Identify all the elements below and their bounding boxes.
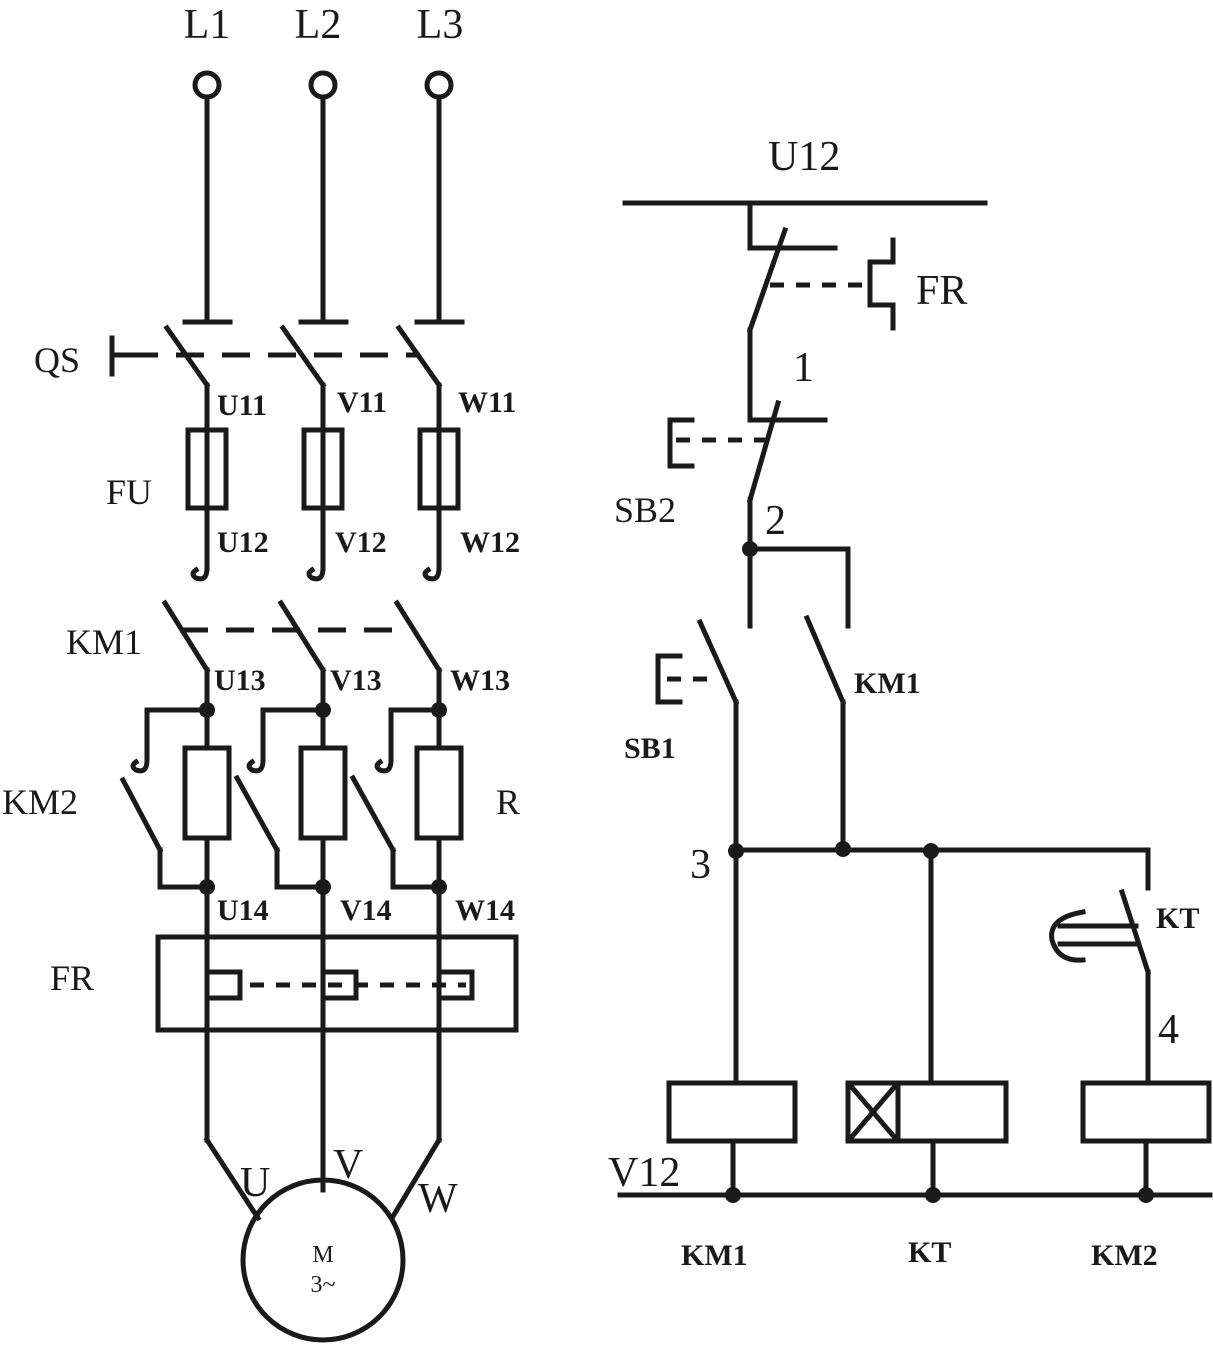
- label-coil-km2: KM2: [1091, 1239, 1158, 1272]
- control-labels: U12 FR 1 SB2 2 KM1 SB1 3 KT 4 V12 KM1 KT…: [608, 134, 1199, 1272]
- motor-phase: 3~: [311, 1272, 336, 1298]
- label-node-2: 2: [765, 498, 786, 544]
- label-fu: FU: [106, 472, 152, 512]
- node-w13: W13: [450, 664, 510, 697]
- label-bottom-bus: V12: [608, 1150, 680, 1196]
- label-r: R: [496, 782, 520, 822]
- label-l2: L2: [295, 2, 342, 48]
- label-ctrl-fr: FR: [916, 268, 967, 314]
- label-km1-contact: KM1: [854, 667, 921, 700]
- label-km2: KM2: [2, 782, 78, 822]
- label-node-1: 1: [793, 345, 814, 391]
- node-v14: V14: [340, 894, 392, 927]
- node-w12: W12: [460, 526, 520, 559]
- supply-terminals: [192, 70, 454, 323]
- resistor-bank: [119, 702, 464, 895]
- label-km1: KM1: [66, 622, 142, 662]
- node-v12: V12: [335, 526, 387, 559]
- node-u13: U13: [214, 664, 266, 697]
- control-circuit: [617, 200, 1213, 1203]
- fr-thermal-relay: [155, 934, 519, 1033]
- terminal-l2: [308, 70, 338, 100]
- node-w11: W11: [458, 386, 516, 419]
- label-l3: L3: [417, 2, 464, 48]
- resistor-u: [182, 745, 232, 841]
- label-fr: FR: [50, 958, 94, 998]
- label-node-3: 3: [690, 842, 711, 888]
- label-l1: L1: [184, 2, 231, 48]
- node-u11: U11: [217, 389, 267, 422]
- node-u12: U12: [217, 526, 269, 559]
- label-coil-kt: KT: [908, 1236, 951, 1269]
- motor-label: M: [312, 1242, 333, 1268]
- node-w14: W14: [455, 894, 515, 927]
- node-v13: V13: [330, 664, 382, 697]
- motor: M 3~: [203, 1136, 443, 1343]
- coil-km1: [666, 1080, 798, 1144]
- qs-isolator: [109, 319, 465, 389]
- terminal-l3: [424, 70, 454, 100]
- label-top-bus: U12: [768, 134, 840, 180]
- label-sb1: SB1: [624, 732, 676, 765]
- resistor-w: [414, 745, 464, 841]
- label-node-4: 4: [1158, 1007, 1179, 1053]
- label-kt-contact: KT: [1156, 902, 1199, 935]
- coil-km2: [1080, 1080, 1212, 1144]
- label-coil-km1: KM1: [681, 1239, 748, 1272]
- power-labels: L1 L2 L3 QS FU KM1 KM2 R FR U11 V11 W11 …: [2, 2, 520, 1222]
- km1-main-contacts: [161, 599, 443, 1193]
- label-qs: QS: [34, 340, 80, 380]
- resistor-v: [298, 745, 348, 841]
- motor-w: W: [418, 1176, 458, 1222]
- motor-u: U: [240, 1160, 270, 1206]
- label-sb2: SB2: [614, 490, 676, 530]
- terminal-l1: [192, 70, 222, 100]
- node-u14: U14: [217, 894, 269, 927]
- node-v11: V11: [337, 386, 387, 419]
- motor-v: V: [333, 1142, 363, 1188]
- fuse-block: [185, 382, 461, 582]
- motor-circle: [240, 1177, 406, 1343]
